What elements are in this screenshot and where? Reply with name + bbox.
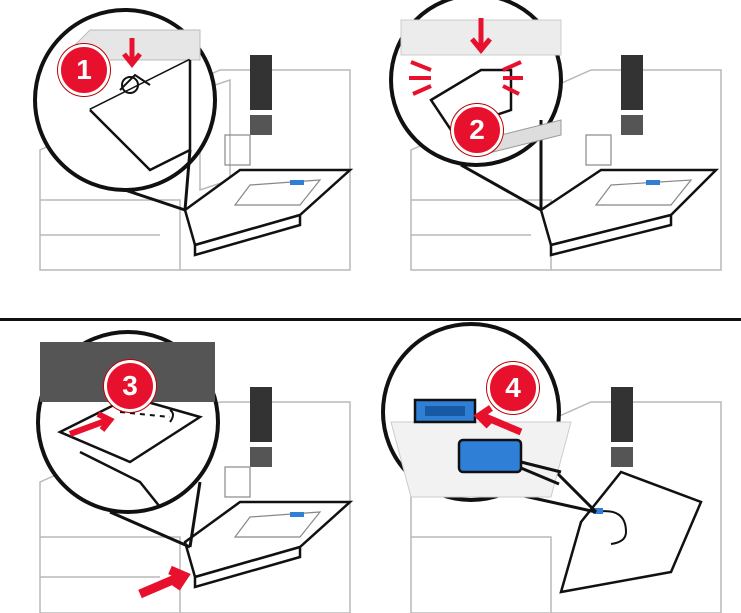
step-4-illustration [371, 322, 741, 613]
step-1-badge: 1 [58, 44, 110, 96]
blue-connector [646, 180, 660, 185]
step-3-badge: 3 [104, 360, 156, 412]
step-4-panel: 4 [371, 322, 741, 613]
blue-connector [290, 180, 304, 185]
vent-grille [621, 55, 643, 135]
cable-plug [459, 440, 521, 472]
step-3-illustration [0, 322, 370, 613]
vent-grille [250, 387, 272, 467]
step-2-illustration [371, 0, 741, 290]
step-3-panel: 3 [0, 322, 370, 613]
step-1-illustration [0, 0, 370, 290]
step-2-panel: 2 [371, 0, 741, 290]
step-2-badge: 2 [451, 104, 503, 156]
blue-connector [290, 512, 304, 517]
step-4-badge: 4 [487, 362, 539, 414]
section-divider [0, 318, 741, 321]
step-1-panel: 1 [0, 0, 370, 290]
vent-grille [250, 55, 272, 135]
vent-grille [611, 387, 633, 467]
